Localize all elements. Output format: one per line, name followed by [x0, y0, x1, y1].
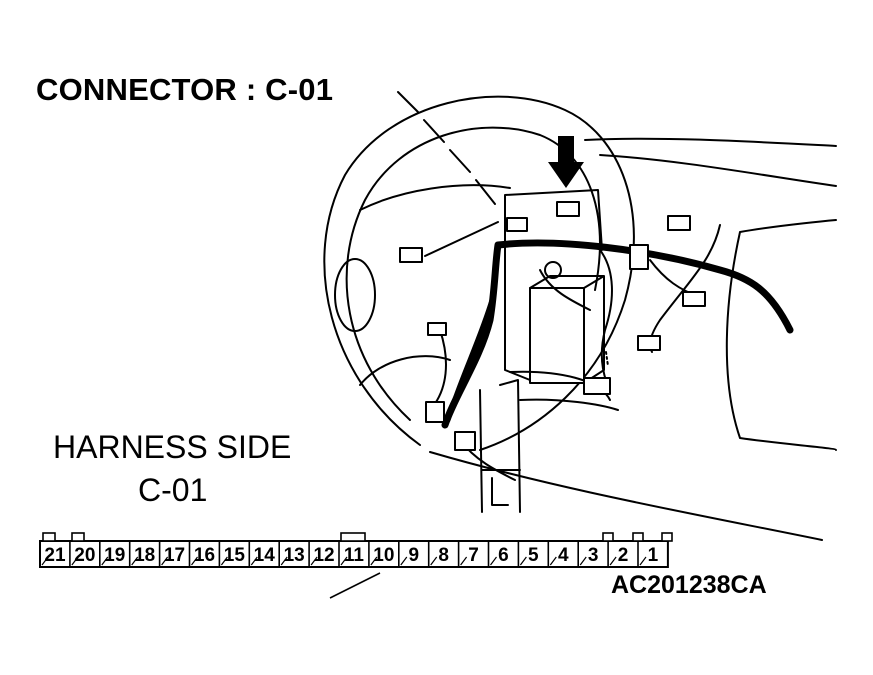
pin-notch	[490, 556, 497, 566]
pin-notch	[41, 556, 49, 566]
connector-title: CONNECTOR : C-01	[36, 72, 334, 107]
pin-number: 7	[468, 545, 479, 566]
pin-number: 14	[254, 545, 276, 566]
arrow-down-icon	[548, 136, 584, 188]
pin-notch	[549, 556, 557, 566]
pin-number: 6	[498, 545, 509, 566]
pin-notch	[191, 556, 198, 566]
pin-notch	[220, 556, 228, 566]
wire-6	[429, 329, 447, 411]
dash-right-panel	[725, 219, 837, 451]
pin-notch	[71, 556, 79, 566]
relay-box	[529, 287, 585, 384]
connector-lock-tab	[71, 532, 85, 542]
connector-right-1	[667, 215, 691, 231]
pin-number: 1	[648, 545, 659, 566]
pin-notch	[101, 556, 109, 566]
dash-upper-curve	[599, 154, 837, 187]
center-bracket	[504, 189, 603, 381]
pin-number: 16	[194, 545, 215, 566]
pin-notch	[400, 556, 408, 566]
connector-lower	[454, 431, 476, 451]
steering-wheel-inner	[345, 126, 601, 421]
wire-1	[424, 221, 499, 257]
connector-bottom-left	[425, 401, 445, 423]
wire-5	[649, 224, 721, 353]
connector-lock-tab	[602, 532, 614, 542]
connector-lock-tab	[42, 532, 56, 542]
pin-number: 15	[224, 545, 246, 566]
pin-notch	[310, 556, 318, 566]
pin-notch	[519, 556, 527, 566]
steering-column	[479, 379, 521, 513]
harness-side-label: HARNESS SIDE	[53, 429, 292, 465]
connector-lower-left	[427, 322, 447, 336]
connector-center	[583, 377, 611, 395]
connector-right-4	[637, 335, 661, 351]
pin-number: 17	[164, 545, 185, 566]
steering-spoke-2	[359, 355, 451, 386]
pin-notch	[430, 556, 438, 566]
pin-number: 9	[408, 545, 419, 566]
pin-number: 3	[588, 545, 599, 566]
connector-leader-line	[329, 572, 381, 599]
connector-left	[399, 247, 423, 263]
connector-right-2	[629, 244, 649, 270]
pin-notch	[579, 556, 587, 566]
dash-lower-edge	[429, 451, 823, 541]
column-dash	[397, 91, 496, 205]
pin-number: 5	[528, 545, 539, 566]
connector-leader-dots	[605, 351, 609, 367]
connector-right-3	[682, 291, 706, 307]
pin-number: 4	[558, 545, 569, 566]
reference-code: AC201238CA	[611, 571, 767, 599]
pin-number: 21	[44, 545, 66, 566]
pin-number: 20	[74, 545, 95, 566]
connector-lock-tab	[632, 532, 644, 542]
clip	[544, 261, 562, 279]
pin-notch	[609, 556, 617, 566]
pin-notch	[250, 556, 258, 566]
pin-number: 11	[344, 545, 365, 566]
connector-top	[556, 201, 580, 217]
wire-2	[599, 249, 613, 391]
pin-number: 2	[618, 545, 629, 566]
pin-notch	[280, 556, 288, 566]
connector-upper-left	[506, 217, 528, 232]
dash-top-edge	[584, 137, 837, 147]
harness-connector-code: C-01	[138, 472, 208, 508]
connector-lock-tab	[340, 532, 366, 542]
pin-number: 12	[313, 545, 334, 566]
pin-number: 8	[438, 545, 449, 566]
connector-lock-tab	[661, 532, 673, 542]
pin-number: 10	[373, 545, 394, 566]
wire-3	[539, 269, 591, 311]
main-harness	[441, 239, 794, 429]
pin-number: 19	[104, 545, 125, 566]
pin-number: 13	[284, 545, 305, 566]
pin-notch	[370, 556, 378, 566]
pin-notch	[161, 556, 169, 566]
steering-wheel-outer	[323, 95, 635, 451]
pin-notch	[340, 556, 348, 566]
steering-spoke	[359, 184, 511, 211]
pin-number: 18	[134, 545, 155, 566]
pin-notch	[639, 556, 647, 566]
pin-notch	[131, 556, 139, 566]
pin-notch	[460, 556, 468, 566]
vent-left	[334, 258, 376, 332]
harness-branch	[445, 297, 495, 423]
